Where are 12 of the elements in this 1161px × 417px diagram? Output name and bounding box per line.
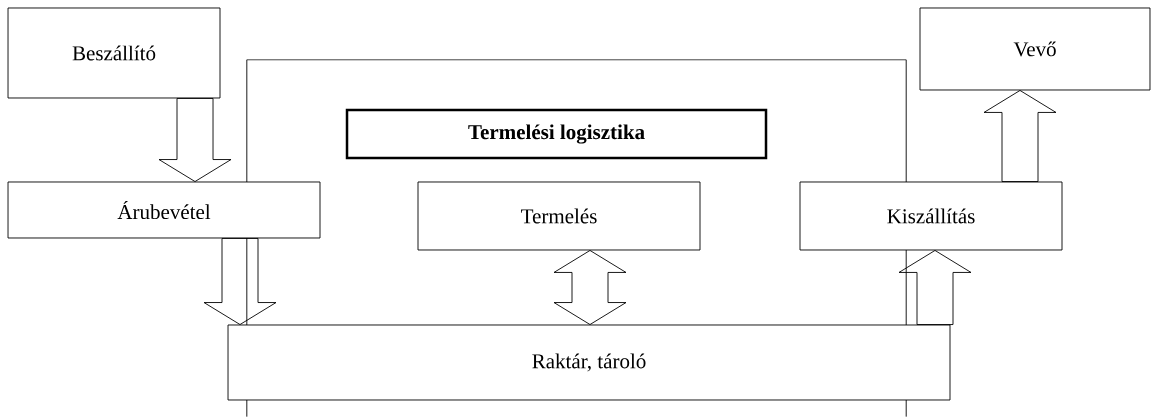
process-box: Beszállító [7,7,221,99]
process-box: Kiszállítás [799,181,1063,251]
title-box: Termelési logisztika [345,108,768,160]
block-arrow [983,90,1057,182]
process-box: Raktár, tároló [227,324,951,401]
block-arrow [203,238,277,325]
process-box: Vevő [919,7,1151,91]
process-box: Árubevétel [7,181,321,239]
block-arrow [158,98,232,182]
block-arrow [898,250,972,325]
block-arrow [553,250,627,325]
process-box: Termelés [417,181,701,251]
